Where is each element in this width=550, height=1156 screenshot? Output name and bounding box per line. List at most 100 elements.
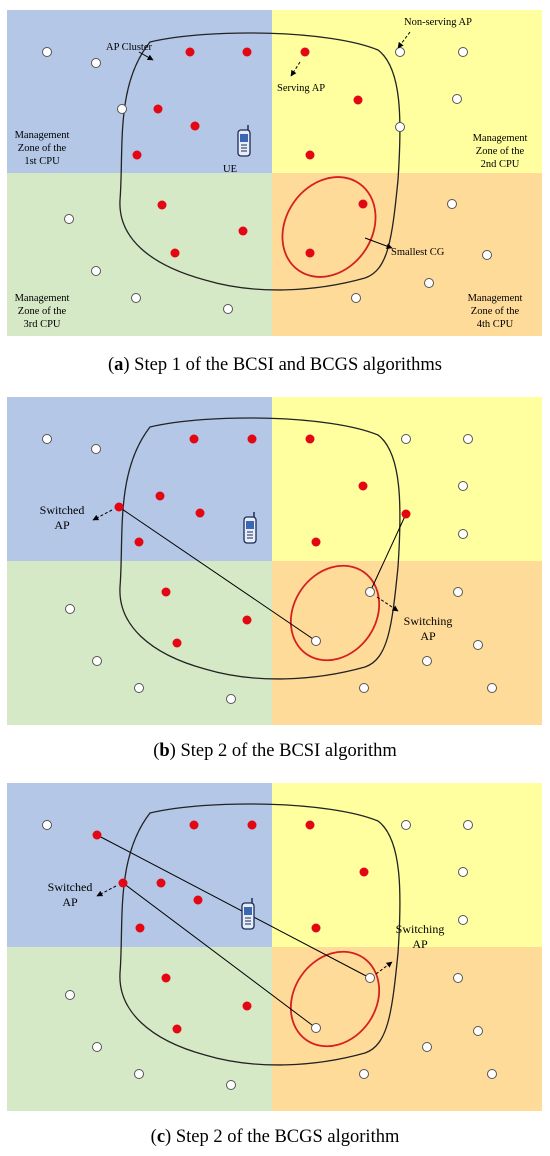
non-serving-ap	[447, 199, 457, 209]
serving-ap	[161, 587, 171, 597]
non-serving-ap	[458, 915, 468, 925]
non-serving-ap	[65, 990, 75, 1000]
zone-3-label-line2: Zone of the	[18, 306, 67, 317]
non-serving-ap	[91, 266, 101, 276]
serving-ap-group	[114, 434, 411, 648]
non-serving-ap	[92, 656, 102, 666]
panel-a: AP Cluster Non-serving AP Serving AP UE …	[0, 10, 550, 336]
caption-c-text: ) Step 2 of the BCGS algorithm	[165, 1127, 400, 1147]
switched-ap-label: Switched AP	[48, 880, 93, 909]
serving-ap	[353, 95, 363, 105]
zone-2-background	[272, 10, 542, 173]
caption-b-label: b	[159, 741, 170, 761]
zone-1-background	[7, 10, 272, 173]
serving-ap	[247, 434, 257, 444]
serving-ap-group	[132, 47, 368, 258]
serving-ap	[185, 47, 195, 57]
zone-1-label-line3: 1st CPU	[24, 156, 60, 167]
switched-ap-label-line1: Switched	[40, 503, 85, 517]
non-serving-ap	[463, 820, 473, 830]
diagram-c: Switched AP Switching AP	[7, 783, 542, 1111]
smallest-cg-boundary	[281, 176, 377, 278]
caption-b-text: ) Step 2 of the BCSI algorithm	[169, 741, 397, 761]
non-serving-ap	[422, 1042, 432, 1052]
zone-4-label-line1: Management	[468, 293, 523, 304]
serving-ap	[155, 491, 165, 501]
serving-ap	[153, 104, 163, 114]
serving-ap-arrow	[290, 61, 301, 77]
serving-ap-label: Serving AP	[277, 83, 325, 94]
serving-ap	[311, 537, 321, 547]
serving-ap	[358, 481, 368, 491]
non-serving-ap	[424, 278, 434, 288]
serving-ap	[195, 508, 205, 518]
non-serving-ap	[134, 683, 144, 693]
ap-cluster-boundary	[119, 32, 401, 291]
serving-ap	[305, 248, 315, 258]
diagram-a: AP Cluster Non-serving AP Serving AP UE …	[7, 10, 542, 336]
ue-phone-icon	[241, 897, 255, 930]
serving-ap	[359, 867, 369, 877]
serving-ap-group	[92, 820, 369, 1034]
ap-cluster-boundary	[119, 417, 401, 680]
connection-lines	[118, 506, 407, 642]
zone-4-background	[272, 173, 542, 336]
serving-ap	[190, 121, 200, 131]
non-serving-ap	[463, 434, 473, 444]
caption-c-label: c	[156, 1127, 166, 1147]
switching-ap-label-line2: AP	[420, 629, 436, 643]
non-serving-ap	[395, 47, 405, 57]
non-serving-ap	[359, 1069, 369, 1079]
serving-ap	[247, 820, 257, 830]
non-serving-ap	[487, 1069, 497, 1079]
zone-2-label-line1: Management	[473, 133, 528, 144]
switched-ap-label-line1: Switched	[48, 880, 93, 894]
serving-ap	[172, 638, 182, 648]
smallest-cg-arrow	[364, 237, 393, 249]
non-serving-ap	[91, 444, 101, 454]
non-serving-ap	[226, 1080, 236, 1090]
switching-ap-label: Switching AP	[396, 922, 445, 951]
zone-4-label: Management Zone of the 4th CPU	[468, 293, 523, 330]
switched-ap-label: Switched AP	[40, 503, 85, 532]
zone-2-label: Management Zone of the 2nd CPU	[473, 133, 528, 170]
zone-3-label-line1: Management	[15, 293, 70, 304]
zone-4-label-line2: Zone of the	[471, 306, 520, 317]
zone-3-label: Management Zone of the 3rd CPU	[15, 293, 70, 330]
diagram-b: Switched AP Switching AP	[7, 397, 542, 725]
switched-ap-arrow	[96, 885, 117, 897]
smallest-cg-label: Smallest CG	[391, 247, 445, 258]
zone-1-background	[7, 783, 272, 947]
serving-ap	[172, 1024, 182, 1034]
serving-ap	[242, 1001, 252, 1011]
ap-cluster-arrow	[138, 51, 154, 61]
non-serving-ap	[453, 587, 463, 597]
switched-ap-label-line2: AP	[62, 895, 78, 909]
serving-ap	[242, 615, 252, 625]
serving-ap	[300, 47, 310, 57]
non-serving-ap	[92, 1042, 102, 1052]
serving-ap	[132, 150, 142, 160]
non-serving-ap-group	[42, 47, 492, 314]
caption-c: (c) Step 2 of the BCGS algorithm	[150, 1127, 400, 1147]
ue-phone-icon	[237, 124, 251, 157]
zone-2-label-line2: Zone of the	[476, 146, 525, 157]
serving-ap	[189, 820, 199, 830]
serving-ap	[157, 200, 167, 210]
serving-ap	[238, 226, 248, 236]
switching-ap-label-line1: Switching	[404, 614, 453, 628]
non-serving-ap	[131, 293, 141, 303]
non-serving-ap	[42, 820, 52, 830]
switching-ap	[365, 973, 375, 983]
non-serving-ap	[223, 304, 233, 314]
serving-ap	[193, 895, 203, 905]
non-serving-ap	[401, 820, 411, 830]
ap-cluster-boundary	[119, 803, 401, 1066]
zone-3-label-line3: 3rd CPU	[23, 319, 60, 330]
connection-lines	[96, 834, 371, 1029]
switching-ap	[365, 587, 375, 597]
non-serving-ap-label: Non-serving AP	[404, 17, 472, 28]
switching-ap-arrow	[375, 961, 393, 975]
zone-2-background	[272, 397, 542, 561]
serving-ap	[305, 150, 315, 160]
